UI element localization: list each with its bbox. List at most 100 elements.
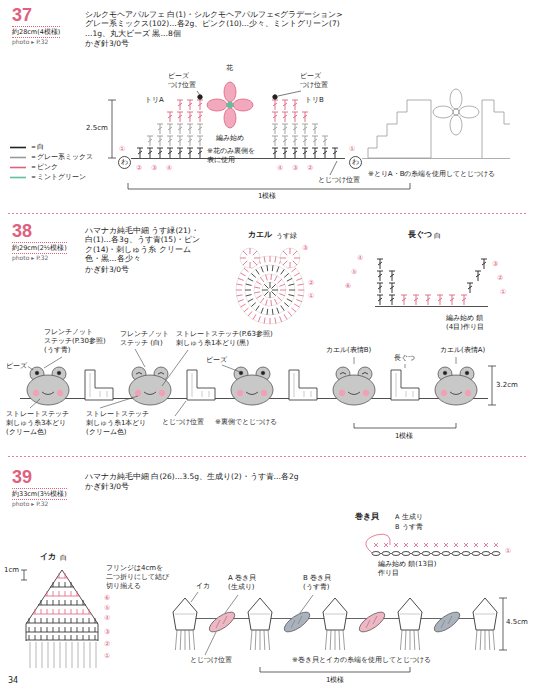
stitch-symbol [253,251,257,255]
stitch-symbol [83,609,84,614]
stitch-symbol [377,295,383,296]
part-name: カエル(表情B) [326,346,371,355]
bead [273,95,277,99]
stitch-symbol [272,265,274,271]
frog-pupil [57,371,61,375]
stitch-symbol [197,124,203,125]
squid-fringe [410,630,411,650]
stitch-symbol [283,261,287,265]
stitch-symbol [95,618,96,623]
repeat-label: 1模様 [326,676,344,685]
section-size: 約33cm(3½模様) [12,489,67,500]
stitch-symbol [283,139,287,142]
stitch-symbol [59,573,60,578]
legend-text: ＝グレー系ミックス [30,153,93,161]
callout-number: ⑥ [104,594,110,603]
squid-fringe [175,630,177,650]
squid-fringe [475,630,477,650]
callout-number: ⑤ [351,268,357,277]
stitch-symbol [264,318,265,324]
stitch-symbol [198,127,202,130]
stitch-symbol [468,286,472,289]
stitch-line [406,391,407,397]
shell-motif [431,608,462,635]
frog-head [333,375,375,405]
repeat-label: 1模様 [258,192,276,201]
callout-number: ④ [357,254,363,263]
note: とじつけ位置 [190,656,232,665]
stitch-symbol [323,151,327,154]
stitch-symbol [148,139,152,142]
round-guide [262,282,278,298]
fringe [90,642,91,668]
stitch-symbol [47,618,48,623]
stitch-symbol [77,635,78,640]
stitch-symbol [425,295,431,296]
stitch-row [38,605,86,606]
dimension-tick [488,366,496,367]
single-crochet-mark [404,543,408,547]
stitch-symbol [89,635,90,640]
legend-text: ＝白 [30,143,44,151]
stitch-symbol [264,284,268,288]
stitch-symbol [261,267,263,273]
stitch-symbol [283,151,287,154]
stitch-symbol [29,635,30,640]
fringe [36,642,37,668]
chain-stitch [372,552,380,556]
stitch-symbol [258,316,260,322]
stitch-symbol [138,151,142,154]
photo-ref: photo ▸ P.32 [12,254,67,262]
squid-chart-outline [62,570,98,641]
squid-fringe [405,630,407,650]
stitch-symbol [240,258,246,259]
leader-line [100,396,138,408]
stitch-symbol [271,291,275,295]
stitch-symbol [298,284,304,285]
flower-petal [450,115,462,135]
frog-closed-eye [362,373,368,375]
part-name: トリA [145,96,164,105]
stitch-symbol [467,283,473,284]
stitch-symbol [187,124,193,125]
stitch-symbol [280,290,286,291]
ring-mark-label: わ [121,158,128,167]
photo-ref: photo ▸ P.32 [12,500,67,508]
repeat-label: 1模様 [395,432,413,441]
stitch-symbol [450,298,454,301]
stitch-symbol [280,316,282,322]
legend-text: ＝ピンク [30,163,58,171]
foundation-chain [131,158,345,159]
frog-cheek [237,390,243,396]
stitch-symbol [177,100,183,101]
leader-line [354,357,355,364]
legend-entry: ＝白 [30,143,44,152]
note: ビーズ [6,362,27,371]
stitch-symbol [167,148,173,149]
flower-petal [224,82,236,102]
squid-chart-outline [26,570,62,641]
stitch-symbol [157,136,163,137]
stitch-symbol [238,278,244,280]
stitch-symbol [245,290,251,291]
flower-petal [207,99,227,111]
stitch-symbol [147,136,153,137]
stitch-symbol [188,151,192,154]
stitch-row [26,632,98,633]
squid-fringe [330,630,332,650]
stitch-symbol [462,298,466,301]
callout-number: ① [104,652,110,661]
callout-number: ① [505,547,511,556]
callout-number: ③ [302,244,308,253]
repeat-bracket [354,423,456,428]
stitch-symbol [248,278,253,281]
stitch-symbol [284,314,287,319]
stitch-symbol [277,297,281,301]
callout-number: ② [307,164,313,173]
stitch-symbol [282,148,288,149]
stitch-symbol [177,148,183,149]
stitch-symbol [281,306,284,311]
stitch-symbol [292,112,298,113]
